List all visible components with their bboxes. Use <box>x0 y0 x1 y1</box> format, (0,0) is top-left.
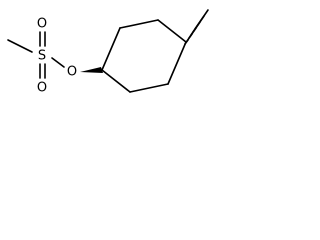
ring-bond-3 <box>167 41 187 85</box>
molecule-structure: S O O O <box>7 9 209 96</box>
ring-bond-4 <box>157 19 187 43</box>
s-o-bottom-double-bond <box>39 63 46 79</box>
methyl-hashed-bond <box>184 9 209 45</box>
ring-bond-6 <box>101 27 121 71</box>
oxygen-bottom-atom-label: O <box>37 81 47 96</box>
ring-bond-2 <box>129 83 169 93</box>
oxygen-top-atom-label: O <box>37 17 47 32</box>
cyclohexane-ring <box>101 19 187 93</box>
s-o-top-double-bond <box>39 31 46 47</box>
ring-bond-1 <box>101 69 131 93</box>
ester-wedge-bond <box>80 67 103 73</box>
s-methyl-bond <box>7 39 33 53</box>
oxygen-ester-atom-label: O <box>67 65 77 80</box>
ring-bond-5 <box>119 19 159 29</box>
o-s-bond <box>51 57 65 68</box>
sulfur-atom-label: S <box>38 49 46 64</box>
